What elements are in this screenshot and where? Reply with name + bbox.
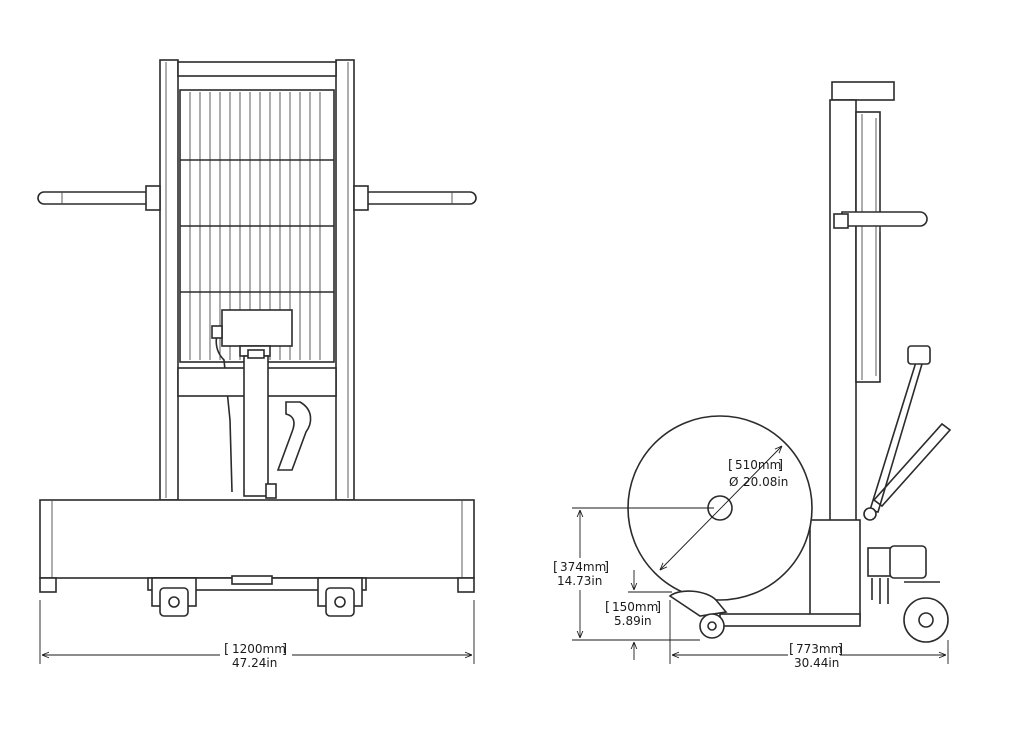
roll-diameter-metric-label: 510mm [735,458,781,472]
width-dimension: [ 1200mm ] 47.24in [39,600,475,670]
min-height-dimension: [ 150mm ] 5.89in [605,570,672,660]
svg-text:]: ] [604,560,609,575]
svg-text:]: ] [656,600,661,615]
svg-text:[: [ [605,600,610,615]
front-chassis [39,499,475,593]
svg-text:]: ] [778,458,783,473]
svg-text:[: [ [789,642,794,657]
length-imperial-label: 30.44in [794,656,839,670]
paper-roll [627,415,813,601]
svg-text:[: [ [728,458,733,473]
center-height-imperial-label: 14.73in [557,574,602,588]
min-height-imperial-label: 5.89in [614,614,652,628]
roll-diameter-imperial-label: 20.08in [743,475,788,489]
length-dimension: [ 773mm ] 30.44in [669,600,949,670]
width-metric-label: 1200mm [232,642,286,656]
svg-text:]: ] [282,642,287,657]
center-height-metric-label: 374mm [560,560,606,574]
side-view [627,81,952,643]
svg-text:]: ] [838,642,843,657]
side-handles [37,185,477,211]
length-metric-label: 773mm [796,642,842,656]
front-casters [151,577,363,617]
diameter-symbol: Ø [729,475,738,489]
front-view [37,59,477,617]
roll-diameter-dimension: [ 510mm ] Ø 20.08in [728,458,788,489]
center-height-dimension: [ 374mm ] 14.73in [553,507,714,641]
min-height-metric-label: 150mm [612,600,658,614]
width-imperial-label: 47.24in [232,656,277,670]
svg-text:[: [ [224,642,229,657]
svg-text:[: [ [553,560,558,575]
